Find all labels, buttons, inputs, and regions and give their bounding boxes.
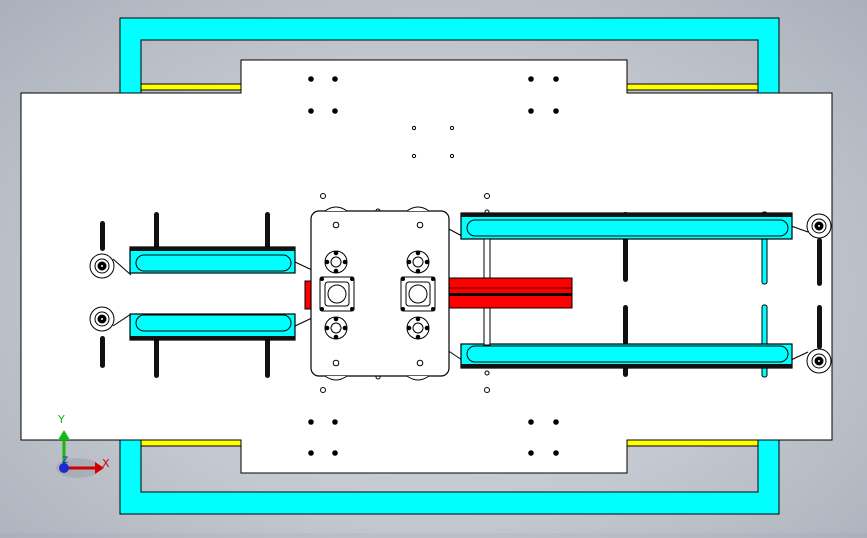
right-wheels (806, 213, 832, 374)
carriage-bearings (324, 250, 430, 340)
left-belts (129, 246, 296, 341)
coordinate-triad (56, 430, 104, 478)
right-belts (460, 212, 793, 369)
triad-x-label: X (102, 457, 110, 470)
left-wheels (89, 253, 115, 332)
motor-flanges (319, 276, 436, 312)
mounting-holes (308, 76, 559, 456)
left-guide-bars (100, 212, 270, 378)
triad-y-label: Y (58, 413, 65, 426)
triad-z-label: Z (62, 456, 69, 466)
